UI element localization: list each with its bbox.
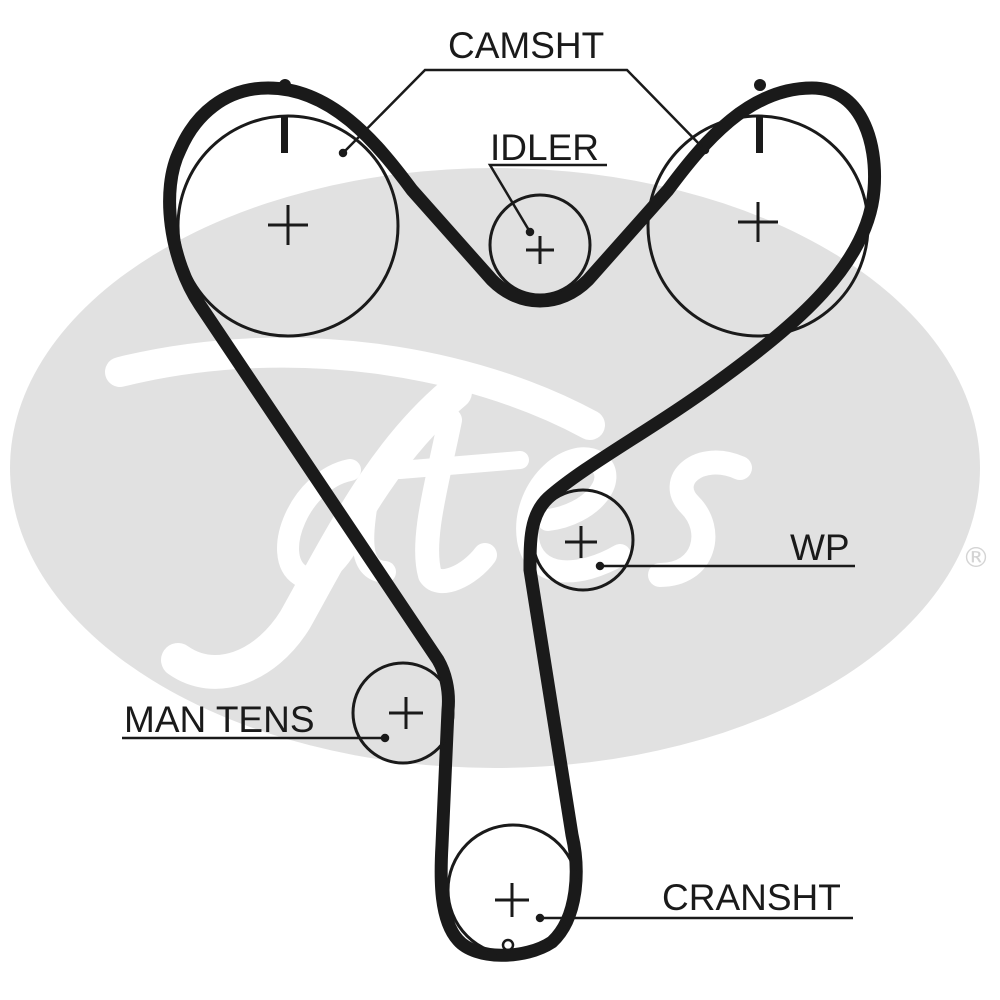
idler-leader: [487, 163, 607, 233]
crankshaft-pulley: [446, 823, 580, 957]
center-cross-icon: [738, 202, 778, 242]
camshaft-pulley-right: [646, 79, 870, 338]
idler-label: IDLER: [490, 127, 599, 168]
timing-mark-ring: [501, 938, 515, 952]
center-cross-icon: [389, 697, 423, 729]
center-cross-icon: [495, 883, 529, 917]
timing-mark-line: [281, 115, 288, 153]
center-cross-icon: [565, 526, 597, 558]
timing-mark-line: [756, 115, 763, 153]
timing-mark-dot: [279, 79, 291, 91]
timing-mark-dot: [754, 79, 766, 91]
tensioner-pulley: [351, 661, 455, 765]
tensioner-label: MAN TENS: [124, 699, 315, 740]
registered-mark: ®: [962, 541, 990, 574]
water-pump-pulley: [531, 488, 635, 592]
center-cross-icon: [526, 236, 554, 264]
camshaft-pulley-left: [176, 79, 400, 338]
camshaft-label: CAMSHT: [448, 25, 604, 66]
idler-pulley: [488, 193, 592, 297]
timing-belt: [163, 81, 882, 962]
center-cross-icon: [268, 205, 308, 245]
camshaft-leader: [342, 68, 706, 154]
gates-logo-watermark: ®: [10, 168, 990, 768]
leader-lines: [122, 68, 855, 923]
water-pump-label: WP: [790, 527, 850, 568]
crankshaft-label: CRANSHT: [662, 877, 841, 918]
